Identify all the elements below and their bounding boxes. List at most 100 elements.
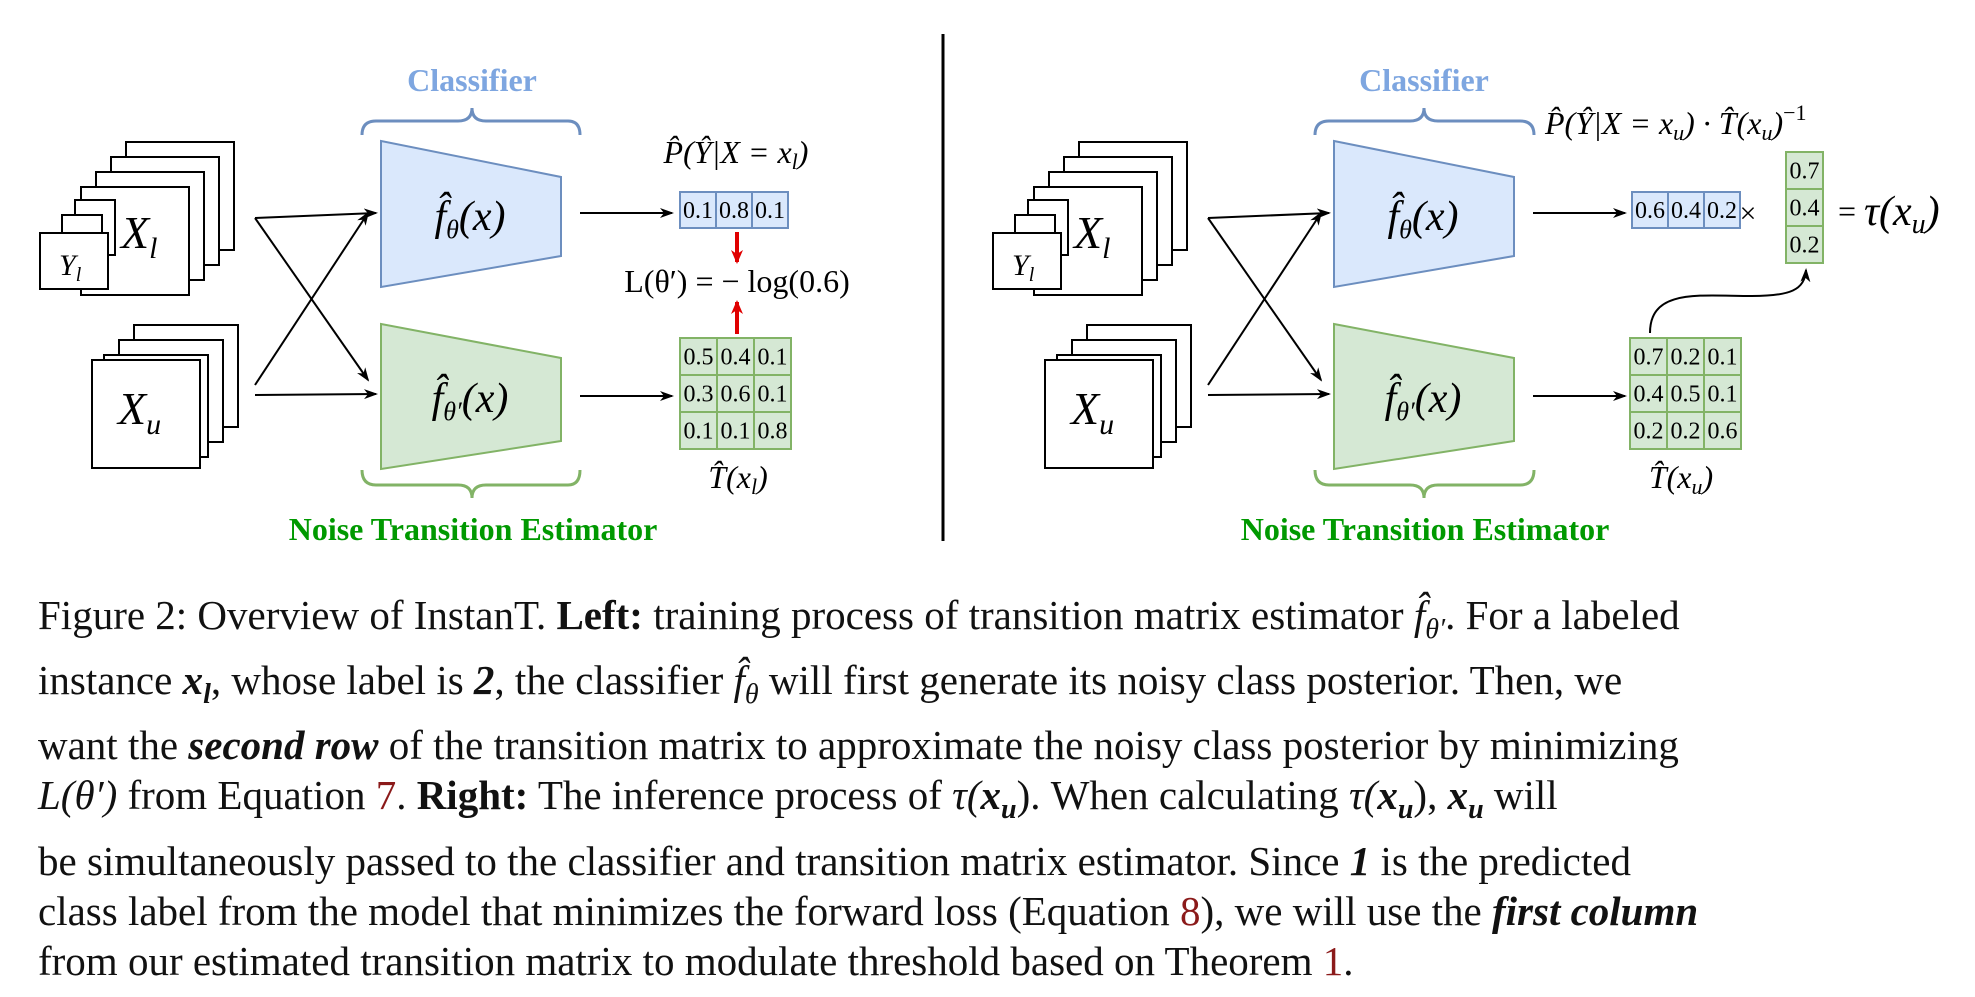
caption-equation-ref[interactable]: 8 xyxy=(1180,887,1201,934)
right-matrix-value: 0.7 xyxy=(1634,345,1664,371)
right-panel: Classifier P̂(Ŷ|X = xu) · T̂(xu)−1 Xl Yl… xyxy=(992,62,1940,547)
caption-line-7: from our estimated transition matrix to … xyxy=(38,936,1903,986)
caption-math: x xyxy=(980,772,1002,819)
caption-line-5: be simultaneously passed to the classifi… xyxy=(38,836,1903,886)
caption-text: , xyxy=(1427,772,1448,819)
right-matrix-label-sub: u xyxy=(1692,474,1703,499)
caption-math-sub: θ xyxy=(744,679,759,711)
right-classifier-network xyxy=(1333,139,1515,289)
left-posterior-value: 0.8 xyxy=(719,198,749,224)
left-classifier-fn-arg: (x) xyxy=(459,194,506,240)
caption-text: class label from the model that minimize… xyxy=(38,887,1181,934)
left-matrix-value: 0.1 xyxy=(758,382,788,408)
right-matrix-value: 0.1 xyxy=(1708,345,1738,371)
right-nte-fn-sub: θ′ xyxy=(1396,397,1415,426)
caption-line-3: want the second row of the transition ma… xyxy=(38,720,1903,770)
caption-math: τ( xyxy=(1349,772,1378,819)
caption-text: training process of transition matrix es… xyxy=(642,592,1414,638)
right-tau-label: τ(x xyxy=(1864,189,1912,235)
left-nte-fn-sub: θ′ xyxy=(443,397,462,426)
caption-text: Figure 2: Overview of InstanT. xyxy=(38,592,557,638)
right-matrix-value: 0.6 xyxy=(1708,419,1738,445)
right-formula-label-sub: u xyxy=(1673,120,1684,145)
caption-math-sub: θ′ xyxy=(1425,614,1446,646)
right-column-select-arrow xyxy=(1649,268,1811,334)
right-matrix-value: 0.2 xyxy=(1671,345,1701,371)
caption-text: from our estimated transition matrix to … xyxy=(38,937,1323,984)
svg-text:f̂θ(x): f̂θ(x) xyxy=(434,191,505,244)
right-column-value: 0.7 xyxy=(1790,159,1820,185)
caption-text: . xyxy=(396,772,417,819)
caption-math-sub: l xyxy=(203,679,211,711)
right-formula-label-sup: −1 xyxy=(1783,100,1806,125)
right-column-cell xyxy=(1785,188,1824,227)
right-posterior-cell xyxy=(1703,191,1741,229)
caption-text: ), we will use the xyxy=(1200,887,1492,934)
right-nte-brace xyxy=(1313,469,1536,499)
left-loss-label: L(θ′) = − log(0.6) xyxy=(624,263,849,299)
left-matrix-value: 0.1 xyxy=(721,419,751,445)
right-column-cell xyxy=(1785,151,1824,190)
left-matrix-label-end: ) xyxy=(755,459,768,495)
right-matrix-cell xyxy=(1703,337,1742,376)
right-matrix-value: 0.1 xyxy=(1708,382,1738,408)
left-matrix-cell xyxy=(679,411,718,450)
caption-text: , whose label is xyxy=(210,657,474,704)
caption-text: . For a labeled xyxy=(1445,592,1680,638)
left-matrix-cell xyxy=(716,337,755,376)
left-matrix-value: 0.5 xyxy=(684,345,714,371)
right-classifier-brace xyxy=(1313,107,1536,136)
figure-caption: Figure 2: Overview of InstanT. Left: tra… xyxy=(38,590,1903,986)
right-nte-title: Noise Transition Estimator xyxy=(1241,511,1610,547)
right-classifier-title: Classifier xyxy=(1359,62,1489,98)
left-unlabeled-input-stack: Xu xyxy=(91,324,239,469)
caption-theorem-ref[interactable]: 1 xyxy=(1322,937,1344,984)
right-posterior-value: 0.2 xyxy=(1707,198,1737,224)
right-formula-label-sub2: u xyxy=(1761,120,1772,145)
right-label-y-sub: l xyxy=(1029,264,1035,286)
left-labeled-input-label: X xyxy=(119,207,151,258)
caption-text: is the predicted xyxy=(1370,837,1631,884)
right-matrix-label-end: ) xyxy=(1701,459,1714,495)
left-matrix-label-sub: l xyxy=(751,474,757,499)
left-input-arrows xyxy=(254,208,378,400)
right-input-arrows xyxy=(1207,208,1331,400)
caption-math: f̂ xyxy=(1413,592,1426,638)
caption-emphasis: 2 xyxy=(473,657,495,704)
left-label-y-sub: l xyxy=(76,264,82,286)
caption-text: , the classifier xyxy=(494,657,734,704)
right-column-value: 0.4 xyxy=(1790,196,1820,222)
left-panel: Classifier Xl Yl Xu xyxy=(39,62,850,547)
right-nte-network xyxy=(1333,322,1515,471)
caption-emphasis: second row xyxy=(188,722,379,769)
right-formula-label-mid: ) · T̂(x xyxy=(1682,105,1761,141)
right-labeled-input-sub: l xyxy=(1102,232,1110,265)
left-matrix-value: 0.4 xyxy=(721,345,751,371)
right-matrix-cell xyxy=(1703,411,1742,450)
caption-text: will first generate its noisy class post… xyxy=(758,657,1623,704)
caption-equation-ref[interactable]: 7 xyxy=(375,772,397,819)
caption-line-1: Figure 2: Overview of InstanT. Left: tra… xyxy=(38,590,1903,655)
caption-text: . xyxy=(1343,937,1354,984)
svg-text:T̂(xl): T̂(xl) xyxy=(708,459,767,499)
caption-text: from Equation xyxy=(117,772,376,819)
caption-math: x xyxy=(182,657,204,704)
svg-text:P̂(Ŷ|X = xu) · T̂(xu)−1: P̂(Ŷ|X = xu) · T̂(xu)−1 xyxy=(1544,100,1807,145)
caption-math-sub: u xyxy=(1397,794,1414,826)
left-matrix-value: 0.6 xyxy=(721,382,751,408)
right-matrix-cell xyxy=(1666,374,1705,413)
right-matrix-label: T̂(x xyxy=(1649,459,1692,495)
right-classifier-fn-arg: (x) xyxy=(1412,194,1459,240)
right-matrix-value: 0.5 xyxy=(1671,382,1701,408)
right-matrix-cell xyxy=(1703,374,1742,413)
caption-text: will xyxy=(1483,772,1558,819)
left-matrix-value: 0.3 xyxy=(684,382,714,408)
left-posterior-label-sub: l xyxy=(792,149,798,174)
left-posterior-value: 0.1 xyxy=(683,198,713,224)
caption-math: x xyxy=(1377,772,1398,819)
right-nte-fn-arg: (x) xyxy=(1415,376,1462,422)
right-posterior-value: 0.4 xyxy=(1671,198,1701,224)
right-label-y: Y xyxy=(1012,249,1032,282)
